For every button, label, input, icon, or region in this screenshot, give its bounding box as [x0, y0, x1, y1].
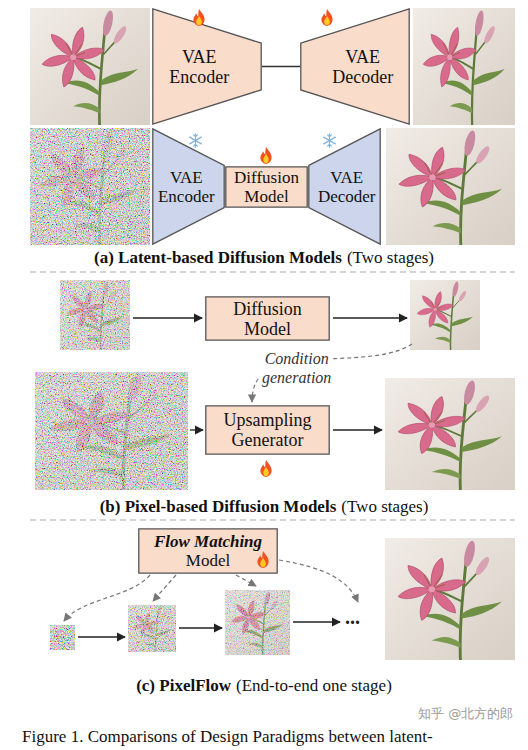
node-outline	[206, 406, 329, 454]
process-box: Flow MatchingModel	[138, 528, 278, 574]
node-text: VAE Encoder	[169, 47, 229, 87]
caption-text: (a) Latent-based Diffusion Models	[94, 248, 342, 268]
node-text: VAE Encoder	[158, 168, 215, 206]
node-outline	[153, 129, 224, 244]
encoder-trapezoid: VAE Encoder	[152, 128, 225, 245]
node-text: Model	[186, 551, 230, 570]
image-noisy	[50, 625, 75, 650]
figure-caption: Figure 1. Comparisons of Design Paradigm…	[22, 727, 433, 747]
condition-arrow	[64, 575, 150, 621]
node-text: Diffusion Model	[234, 168, 299, 206]
ellipsis-text: ...	[345, 606, 360, 629]
image-clean	[30, 8, 150, 125]
node-label: VAE Decoder	[332, 47, 393, 87]
image-clean	[413, 8, 515, 125]
flame-icon	[257, 551, 268, 568]
node-text: Diffusion Model	[233, 299, 302, 339]
flame-icon	[193, 9, 204, 26]
node-label: VAE Encoder	[169, 47, 229, 87]
arrow	[190, 429, 203, 430]
image-clean	[386, 128, 515, 245]
node-text: Flow Matching	[154, 532, 262, 551]
subfigure-caption: (a) Latent-based Diffusion Models(Two st…	[0, 248, 528, 268]
separator	[30, 519, 515, 520]
flame-icon	[321, 9, 332, 26]
caption-text: (Two stages)	[341, 497, 428, 517]
separator	[30, 271, 515, 272]
subfigure-caption: (b) Pixel-based Diffusion Models(Two sta…	[0, 497, 528, 517]
decoder-trapezoid: VAE Decoder	[308, 128, 381, 245]
node-outline	[309, 129, 380, 244]
node-label: Flow MatchingModel	[154, 532, 262, 570]
arrow	[293, 621, 340, 622]
condition-arrow	[153, 575, 176, 601]
process-box: Upsampling Generator	[205, 405, 330, 455]
subfigure-caption: (c) PixelFlow(End-to-end one stage)	[0, 676, 528, 696]
arrow	[333, 429, 382, 430]
caption-text: (c) PixelFlow	[136, 676, 231, 696]
image-noisy	[30, 128, 150, 245]
caption-text: (Two stages)	[347, 248, 434, 268]
snowflake-icon	[324, 134, 336, 148]
node-outline	[153, 9, 261, 124]
node-label: Upsampling Generator	[224, 410, 312, 450]
node-label: VAE Encoder	[158, 168, 215, 206]
process-box: Diffusion Model	[225, 166, 308, 208]
condition-arrow	[279, 560, 358, 602]
node-text: VAE Decoder	[332, 47, 393, 87]
node-label: Diffusion Model	[233, 299, 302, 339]
image-clean	[385, 378, 515, 490]
annotation-text: Condition generation	[260, 349, 333, 387]
image-clean	[385, 538, 515, 660]
node-text: Upsampling Generator	[224, 410, 312, 450]
node-text: VAE Decoder	[318, 168, 376, 206]
node-outline	[139, 529, 277, 573]
snowflake-icon	[190, 134, 202, 148]
process-box: Diffusion Model	[205, 296, 330, 341]
arrow	[333, 317, 407, 318]
flame-icon	[260, 460, 271, 477]
node-label: Diffusion Model	[234, 168, 299, 206]
node-outline	[206, 297, 329, 340]
image-noisy	[60, 280, 130, 350]
arrow	[133, 317, 202, 318]
flame-icon	[260, 147, 271, 164]
caption-text: (End-to-end one stage)	[236, 676, 392, 696]
arrow	[78, 636, 125, 637]
decoder-trapezoid: VAE Decoder	[300, 8, 410, 125]
image-noisy	[128, 605, 176, 652]
image-noisy	[225, 590, 290, 655]
node-outline	[301, 9, 409, 124]
image-clean	[410, 280, 480, 350]
image-noisy	[35, 372, 188, 490]
caption-text: (b) Pixel-based Diffusion Models	[100, 497, 337, 517]
watermark: 知乎 @北方的郎	[418, 706, 513, 722]
encoder-trapezoid: VAE Encoder	[152, 8, 262, 125]
node-outline	[226, 167, 307, 207]
condition-arrow	[252, 344, 412, 402]
condition-arrow	[236, 575, 256, 586]
node-label: VAE Decoder	[318, 168, 376, 206]
connector	[262, 66, 300, 67]
arrow	[179, 627, 222, 628]
